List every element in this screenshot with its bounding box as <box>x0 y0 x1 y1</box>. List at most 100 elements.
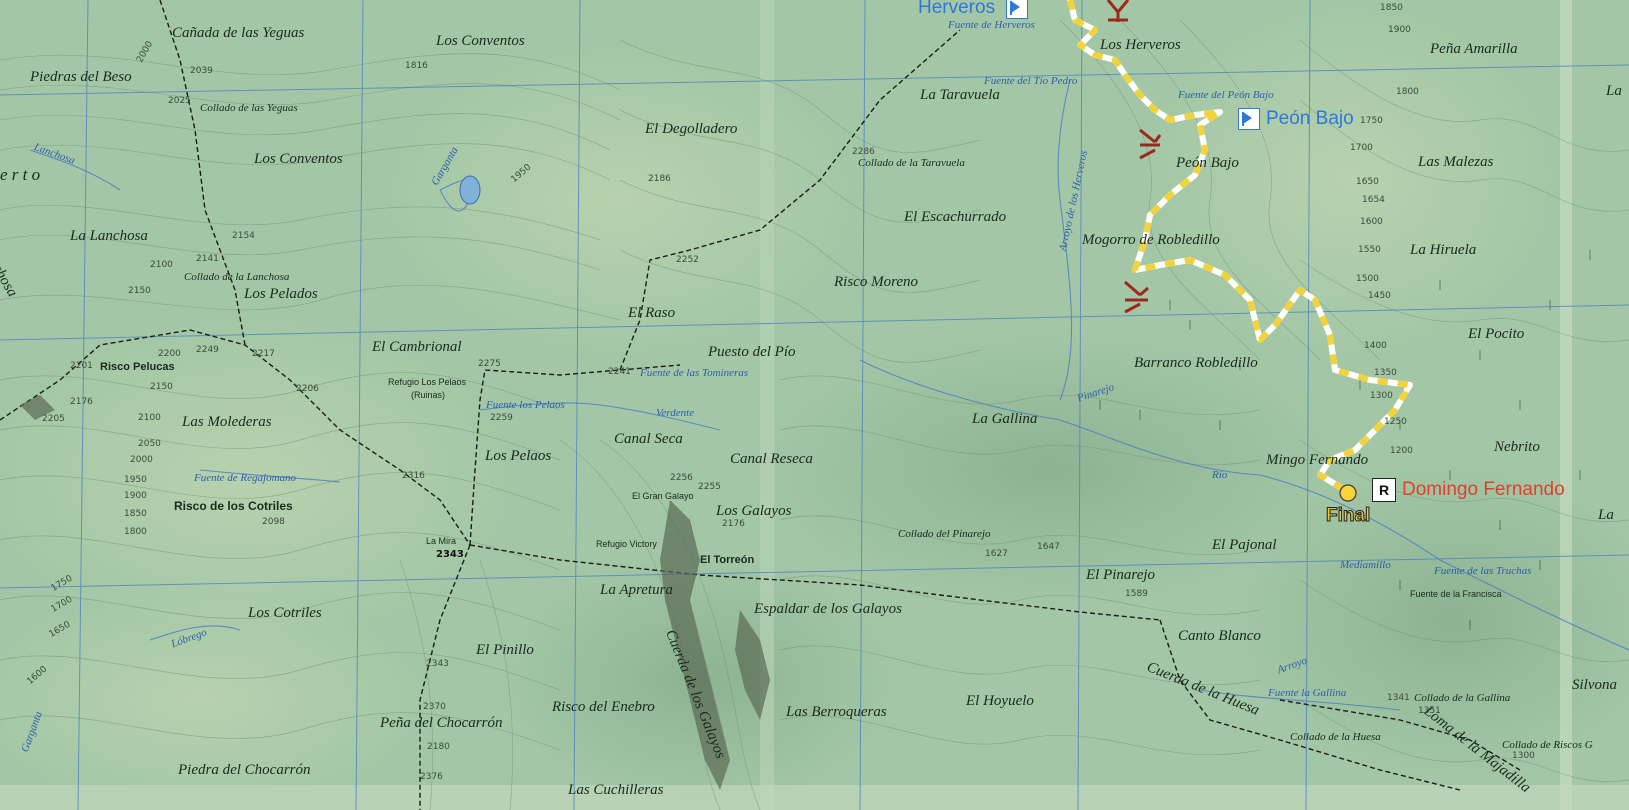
label-el-torreon: El Torreón <box>700 554 755 566</box>
label-las-molederas: Las Molederas <box>182 414 272 430</box>
water-rio: Río <box>1212 469 1228 481</box>
label-la-taravuela: La Taravuela <box>920 87 1000 103</box>
water-fuente-tio-pedro: Fuente del Tío Pedro <box>984 75 1078 87</box>
elev-2343: 2343 <box>436 549 464 560</box>
label-penal-chocarron: Peña del Chocarrón <box>380 715 503 731</box>
poi-herveros-label: Herveros <box>918 0 996 19</box>
elev-1850b: 1850 <box>1380 3 1403 13</box>
elev-1300: 1300 <box>1370 391 1393 401</box>
label-espaldar-galayos: Espaldar de los Galayos <box>754 601 902 617</box>
label-mogorro: Mogorro de Robledillo <box>1082 232 1220 248</box>
label-el-escachurrado: El Escachurrado <box>904 209 1007 225</box>
label-los-cotriles: Los Cotriles <box>248 605 322 621</box>
label-canto-blanco: Canto Blanco <box>1178 628 1261 644</box>
elev-1700b: 1700 <box>1350 143 1373 153</box>
forest-symbols <box>1099 250 1591 630</box>
label-los-galayos: Los Galayos <box>716 503 792 519</box>
streams <box>29 79 1629 711</box>
label-piedras-beso: Piedras del Beso <box>30 69 132 85</box>
elev-1627: 1627 <box>985 549 1008 559</box>
label-silvona: Silvona <box>1572 677 1617 693</box>
label-el-cambrional: El Cambrional <box>372 339 462 355</box>
elev-2000b: 2000 <box>130 455 153 465</box>
elev-1250: 1250 <box>1384 417 1407 427</box>
label-las-berroqueras: Las Berroqueras <box>786 704 887 720</box>
elev-2343b: 2343 <box>426 659 449 669</box>
label-el-raso: El Raso <box>628 305 676 321</box>
water-fuente-gallina: Fuente la Gallina <box>1268 687 1347 699</box>
label-el-pinarejo: El Pinarejo <box>1086 567 1156 583</box>
poi-final-label[interactable]: Final <box>1325 505 1371 527</box>
label-las-malezas: Las Malezas <box>1418 154 1494 170</box>
label-puesto-pio: Puesto del Pío <box>708 344 796 360</box>
elev-2286: 2286 <box>852 147 875 157</box>
elev-2150: 2150 <box>128 286 151 296</box>
label-canal-seca: Canal Seca <box>614 431 683 447</box>
elev-2259: 2259 <box>490 413 513 423</box>
elev-1816: 1816 <box>405 61 428 71</box>
label-la-hiruela: La Hiruela <box>1410 242 1477 258</box>
elev-2154: 2154 <box>232 231 255 241</box>
poi-penon-bajo[interactable]: Peón Bajo <box>1238 108 1354 130</box>
elev-1650b: 1650 <box>1356 177 1379 187</box>
elev-2206: 2206 <box>296 384 319 394</box>
label-pena-amarilla: Peña Amarilla <box>1430 41 1518 57</box>
elev-2176: 2176 <box>70 397 93 407</box>
refuge-flag-icon <box>1006 0 1029 19</box>
water-fuente-truchas: Fuente de las Truchas <box>1434 565 1532 577</box>
trails <box>0 0 1521 810</box>
label-el-gran-galayo: El Gran Galayo <box>632 491 694 501</box>
label-collado-taravuela: Collado de la Taravuela <box>858 157 965 169</box>
label-refugio-pelaos: Refugio Los Pelaos <box>388 377 467 387</box>
elev-1800b: 1800 <box>1396 87 1419 97</box>
label-cut-erto: e r t o <box>0 165 41 184</box>
elev-2050: 2050 <box>138 439 161 449</box>
elev-1600b: 1600 <box>1360 217 1383 227</box>
label-refugio-ruinas: (Ruinas) <box>411 390 446 400</box>
elev-2039: 2039 <box>190 66 213 76</box>
elev-1350: 1350 <box>1374 368 1397 378</box>
elev-1300b: 1300 <box>1512 751 1535 761</box>
elev-1950: 1950 <box>124 475 147 485</box>
elev-1900: 1900 <box>124 491 147 501</box>
elev-2217: 2217 <box>252 349 275 359</box>
label-refugio-victory: Refugio Victory <box>596 539 657 549</box>
elev-2316: 2316 <box>402 471 425 481</box>
label-collado-pinarejo: Collado del Pinarejo <box>898 528 991 540</box>
elev-2256: 2256 <box>670 473 693 483</box>
elev-2275: 2275 <box>478 359 501 369</box>
water-fuente-tomineras: Fuente de las Tomineras <box>640 367 749 379</box>
label-barranco-robledillo: Barranco Robledillo <box>1134 355 1258 371</box>
label-risco-pelucas: Risco Pelucas <box>100 361 175 373</box>
label-collado-gallina: Collado de la Gallina <box>1414 692 1511 704</box>
poi-herveros[interactable]: Herveros <box>918 0 1029 19</box>
label-cut-la-2: La <box>1598 507 1614 523</box>
label-la-mira: La Mira <box>426 536 457 546</box>
label-el-pinillo: El Pinillo <box>476 642 534 658</box>
finish-dot-icon[interactable] <box>1339 484 1357 502</box>
label-la-apretura: La Apretura <box>600 582 673 598</box>
elev-1450: 1450 <box>1368 291 1391 301</box>
label-los-pelados: Los Pelados <box>244 286 318 302</box>
rock-outcrop-icon <box>1106 0 1162 314</box>
elev-2100: 2100 <box>150 260 173 270</box>
elev-2025: 2025 <box>168 96 191 106</box>
elev-1400: 1400 <box>1364 341 1387 351</box>
label-collado-riscos: Collado de Riscos G <box>1502 739 1593 751</box>
label-collado-yeguas: Collado de las Yeguas <box>200 102 298 114</box>
label-el-pocito: El Pocito <box>1468 326 1525 342</box>
elev-1850: 1850 <box>124 509 147 519</box>
elev-1200: 1200 <box>1390 446 1413 456</box>
elev-1341: 1341 <box>1387 693 1410 703</box>
elev-2150b: 2150 <box>150 382 173 392</box>
elev-1900b: 1900 <box>1388 25 1411 35</box>
label-penon-bajo: Peón Bajo <box>1176 155 1239 171</box>
water-fuente-penon-bajo: Fuente del Peón Bajo <box>1178 89 1274 101</box>
elev-2376: 2376 <box>420 772 443 782</box>
refuge-flag-icon <box>1238 108 1260 130</box>
